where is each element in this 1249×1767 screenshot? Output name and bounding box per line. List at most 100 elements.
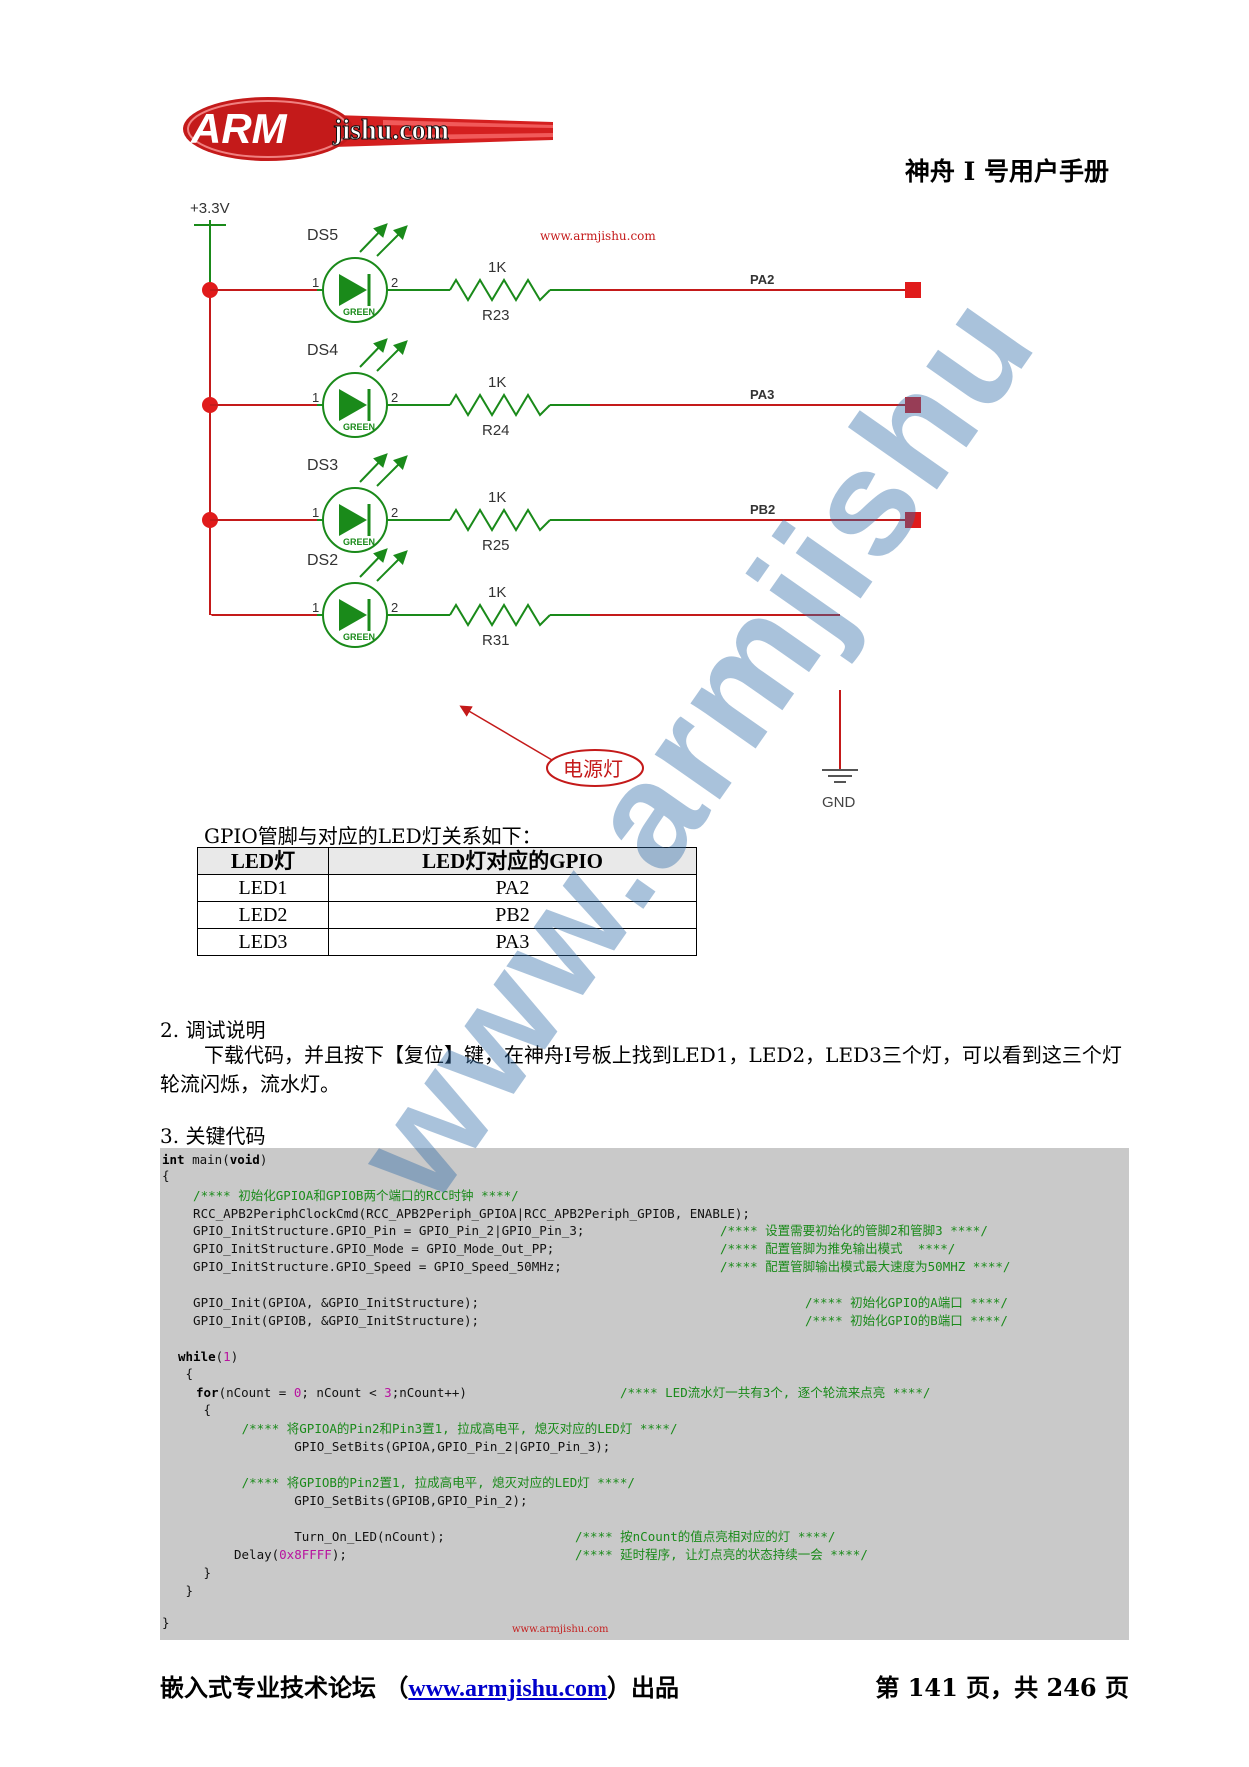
resistor [449, 278, 551, 302]
code-line: GPIO_Init(GPIOA, &GPIO_InitStructure); [178, 1295, 480, 1310]
table-cell-led: LED2 [197, 901, 329, 929]
footer-link[interactable]: www.armjishu.com [408, 1676, 608, 1702]
led-diode [339, 274, 367, 306]
document-title: 神舟 I 号用户手册 [904, 157, 1109, 186]
table-header-gpio: LED灯对应的GPIO [328, 847, 697, 875]
section-3-heading: 3. 关键代码 [160, 1124, 266, 1148]
code-line: { [178, 1366, 194, 1381]
code-line: for(nCount = 0; nCount < 3;nCount++) [196, 1385, 467, 1400]
led-designator: DS2 [307, 552, 338, 569]
net-port [905, 282, 921, 298]
light-arrow [376, 455, 408, 487]
light-arrow [359, 453, 388, 483]
code-comment: /**** LED流水灯一共有3个, 逐个轮流来点亮 ****/ [620, 1385, 931, 1400]
code-line: } [162, 1615, 170, 1630]
code-comment: /**** 配置管脚输出模式最大速度为50MHZ ****/ [720, 1259, 1011, 1274]
led-color-label: GREEN [343, 307, 375, 317]
net-label: PA2 [750, 272, 774, 287]
code-line: Turn_On_LED(nCount); [234, 1529, 445, 1544]
code-watermark: www.armjishu.com [512, 1624, 609, 1635]
table-cell-gpio: PA3 [328, 928, 697, 956]
armjishu-logo: ARM jishu.com [183, 95, 553, 165]
power-led-note: 电源灯 [563, 757, 623, 781]
net-label: PB2 [750, 502, 775, 517]
light-arrow [376, 340, 408, 372]
table-row: LED3 PA3 [197, 928, 697, 956]
pin-label: 1 [312, 600, 319, 615]
code-line: Delay(0x8FFFF); [234, 1547, 347, 1562]
resistor-designator: R24 [482, 422, 510, 439]
led-color-label: GREEN [343, 537, 375, 547]
section-2-body: 下载代码，并且按下【复位】键，在神舟I号板上找到LED1，LED2，LED3三个… [160, 1043, 1122, 1096]
led-diode [339, 389, 367, 421]
resistor-value: 1K [488, 374, 506, 391]
table-cell-led: LED3 [197, 928, 329, 956]
net-label: PA3 [750, 387, 774, 402]
table-header-led: LED灯 [197, 847, 329, 875]
led-diode [339, 504, 367, 536]
code-comment: /**** 初始化GPIO的A端口 ****/ [805, 1295, 1008, 1310]
code-line: GPIO_InitStructure.GPIO_Pin = GPIO_Pin_2… [178, 1223, 585, 1238]
resistor-designator: R25 [482, 537, 510, 554]
svg-text:jishu.com: jishu.com [332, 115, 449, 146]
resistor-designator: R31 [482, 632, 510, 649]
net-port [905, 397, 921, 413]
code-comment: /**** 配置管脚为推免输出模式 ****/ [720, 1241, 956, 1256]
light-arrow [359, 548, 388, 578]
code-line: GPIO_SetBits(GPIOB,GPIO_Pin_2); [234, 1493, 528, 1508]
pin-label: 2 [391, 275, 398, 290]
code-line: GPIO_SetBits(GPIOA,GPIO_Pin_2|GPIO_Pin_3… [234, 1439, 611, 1454]
code-line: RCC_APB2PeriphClockCmd(RCC_APB2Periph_GP… [178, 1206, 750, 1221]
resistor-value: 1K [488, 259, 506, 276]
code-line: } [196, 1565, 212, 1580]
code-comment: /**** 将GPIOA的Pin2和Pin3置1, 拉成高电平, 熄灭对应的LE… [204, 1421, 678, 1436]
table-cell-led: LED1 [197, 874, 329, 902]
code-line: GPIO_InitStructure.GPIO_Mode = GPIO_Mode… [178, 1241, 555, 1256]
page-number: 第 141 页，共 246 页 [875, 1673, 1129, 1702]
code-block: int main(void) { /**** 初始化GPIOA和GPIOB两个端… [160, 1148, 1129, 1640]
resistor [449, 603, 551, 627]
table-cell-gpio: PA2 [328, 874, 697, 902]
light-arrow [376, 225, 408, 257]
led-color-label: GREEN [343, 632, 375, 642]
pin-label: 1 [312, 390, 319, 405]
code-line: while(1) [178, 1349, 239, 1364]
schematic-watermark: www.armjishu.com [540, 229, 656, 243]
led-designator: DS5 [307, 227, 338, 244]
table-row: LED2 PB2 [197, 901, 697, 929]
resistor-value: 1K [488, 489, 506, 506]
led-color-label: GREEN [343, 422, 375, 432]
code-comment: /**** 延时程序, 让灯点亮的状态持续一会 ****/ [575, 1547, 868, 1562]
footer-prefix: 嵌入式专业技术论坛 （ [160, 1673, 409, 1702]
code-line: } [178, 1583, 194, 1598]
schematic-svg: +3.3V www.armjishu.com GND 电源灯 GREENDS51… [190, 200, 921, 811]
code-comment: /**** 初始化GPIO的B端口 ****/ [805, 1313, 1008, 1328]
pin-label: 1 [312, 505, 319, 520]
code-comment: /**** 将GPIOB的Pin2置1, 拉成高电平, 熄灭对应的LED灯 **… [204, 1475, 635, 1490]
resistor [449, 508, 551, 532]
ground-label: GND [822, 794, 856, 811]
resistor-designator: R23 [482, 307, 510, 324]
led-designator: DS3 [307, 457, 338, 474]
light-arrow [359, 338, 388, 368]
pin-label: 2 [391, 505, 398, 520]
net-port [905, 512, 921, 528]
code-line: int main(void) [162, 1152, 268, 1167]
pin-label: 1 [312, 275, 319, 290]
table-row: LED1 PA2 [197, 874, 697, 902]
section-2-heading: 2. 调试说明 [160, 1018, 266, 1042]
code-comment: /**** 按nCount的值点亮相对应的灯 ****/ [575, 1529, 836, 1544]
gpio-led-table: LED灯 LED灯对应的GPIO LED1 PA2 LED2 PB2 LED3 … [197, 847, 697, 956]
resistor-value: 1K [488, 584, 506, 601]
code-comment: /**** 设置需要初始化的管脚2和管脚3 ****/ [720, 1223, 988, 1238]
pin-label: 2 [391, 600, 398, 615]
table-caption: GPIO管脚与对应的LED灯关系如下： [204, 824, 542, 848]
light-arrow [359, 223, 388, 253]
pin-label: 2 [391, 390, 398, 405]
code-comment: /**** 初始化GPIOA和GPIOB两个端口的RCC时钟 ****/ [178, 1188, 519, 1203]
footer-publisher: 嵌入式专业技术论坛 （www.armjishu.com）出品 [160, 1668, 679, 1703]
code-line: { [162, 1168, 170, 1183]
light-arrow [376, 550, 408, 582]
table-cell-gpio: PB2 [328, 901, 697, 929]
